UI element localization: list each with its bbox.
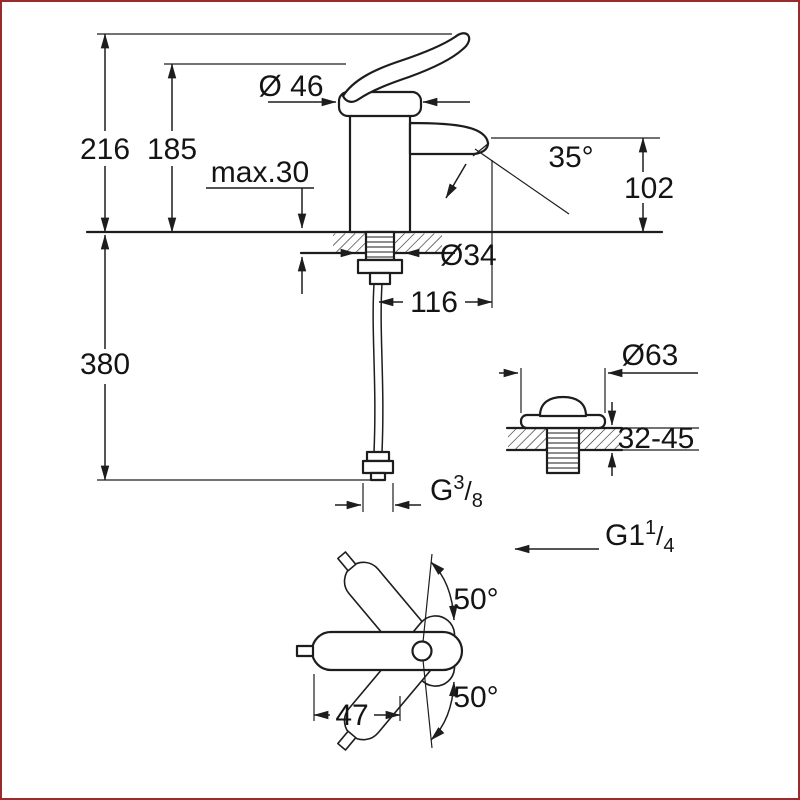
- aerator-line: [472, 142, 490, 157]
- waste-cap: [538, 395, 588, 418]
- dim-handle-projection: 47: [335, 699, 368, 732]
- angle-leader: [474, 148, 570, 215]
- waste-thread-ticks: [548, 432, 578, 469]
- deck-hatch-left: [333, 233, 367, 252]
- faucet-body: [348, 112, 412, 234]
- handle-tab: [295, 644, 315, 658]
- dim-hose-length: 380: [80, 348, 130, 381]
- shank-thread: [364, 230, 396, 262]
- faucet-side: [337, 32, 490, 234]
- handle-top-view: 50° 50° 47: [295, 551, 499, 751]
- hose-fitting: [365, 450, 391, 463]
- mounting-nut: [356, 258, 404, 275]
- mounting-shank: [356, 230, 404, 286]
- waste-body: [545, 426, 581, 475]
- dim-handle-diameter: Ø 46: [258, 70, 323, 103]
- dim-swing-up: 50°: [453, 583, 498, 616]
- extension-lines: [97, 33, 660, 512]
- dim-hose-thread: G3/8: [430, 472, 483, 512]
- waste-hatch-right: [580, 429, 621, 449]
- dim-outlet-height: 102: [624, 172, 674, 205]
- dim-max-deck: max.30: [211, 156, 309, 189]
- leader-lines: [333, 148, 570, 510]
- hose-nut: [361, 459, 395, 475]
- dim-shank-diameter: Ø34: [440, 239, 497, 272]
- deck-hatch-right: [393, 233, 442, 252]
- dimension-lines: [100, 33, 648, 481]
- waste-assembly-view: Ø63 32-45 G11/4: [499, 339, 699, 557]
- hose-tip: [369, 471, 387, 482]
- waste-hatch-left: [508, 429, 546, 449]
- dim-spout-angle: 35°: [548, 141, 593, 174]
- dim-upper-height: 185: [147, 133, 197, 166]
- dim-projection: 116: [410, 286, 458, 319]
- dim-swing-down: 50°: [453, 681, 498, 714]
- dim-deck-range: 32-45: [618, 422, 695, 455]
- hose-adapter: [368, 271, 392, 286]
- swing-dimension-lines: [313, 553, 458, 749]
- handle-outline: [310, 630, 464, 672]
- pivot-circle: [411, 640, 433, 662]
- dim-flange-diameter: Ø63: [622, 339, 679, 372]
- waste-dimension-lines: [499, 368, 699, 554]
- side-view: 216 185 max.30 Ø 46 35° 102 Ø34 116 380 …: [80, 32, 674, 512]
- dim-waste-thread: G11/4: [605, 517, 675, 557]
- flow-arrow: [445, 163, 467, 199]
- faucet-lever: [341, 32, 471, 103]
- supply-hose: [361, 283, 395, 482]
- dim-total-height: 216: [80, 133, 130, 166]
